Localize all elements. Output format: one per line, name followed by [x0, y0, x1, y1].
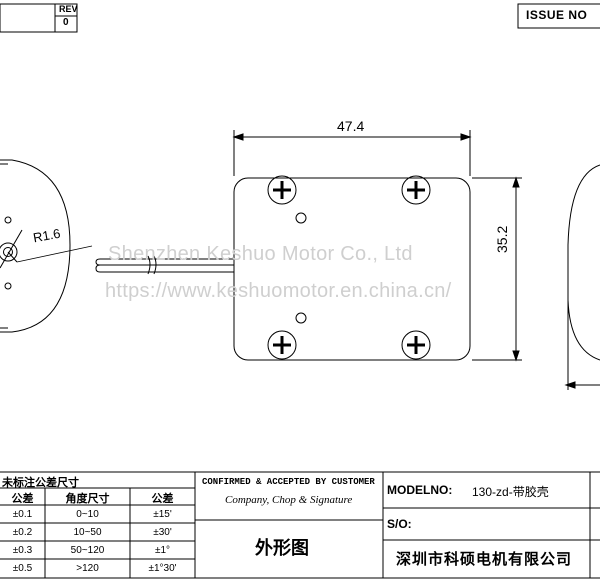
tolerance-cell: ±30' [153, 527, 172, 538]
issue-no-label: ISSUE NO [526, 8, 588, 22]
drawing-name: 外形图 [255, 538, 309, 558]
so-label: S/O: [387, 517, 412, 531]
tolerance-cell: ±1° [154, 545, 171, 556]
tolerance-cell: 10~50 [73, 527, 102, 538]
company-name: 深圳市科硕电机有限公司 [396, 551, 573, 568]
left-side-view [0, 159, 93, 333]
tolerance-cell: ±15' [153, 509, 172, 520]
model-value: 130-zd-带胶壳 [472, 485, 549, 499]
tolerance-cell: 0~10 [76, 509, 99, 520]
watermark-company: Shenzhen Keshuo Motor Co., Ltd [108, 243, 413, 265]
tolerance-cell: ±0.2 [12, 527, 33, 538]
tolerance-header-3: 公差 [151, 493, 174, 505]
issue-box-frame [517, 3, 600, 29]
main-front-view [95, 130, 522, 362]
tolerance-cell: ±0.1 [12, 509, 33, 520]
rev-value: 0 [63, 17, 69, 28]
height-dimension: 35.2 [494, 225, 510, 253]
confirmed-label: CONFIRMED & ACCEPTED BY CUSTOMER [202, 477, 375, 487]
tolerance-cell: ±0.5 [12, 563, 33, 574]
tolerance-table-title: 未标注公差尺寸 [2, 477, 79, 489]
title-block-frame [0, 471, 600, 579]
company-chop-label: Company, Chop & Signature [225, 494, 353, 506]
screw-top-left [267, 175, 297, 205]
right-side-view [564, 164, 600, 390]
tolerance-cell: >120 [76, 563, 99, 574]
tolerance-header-2: 角度尺寸 [65, 493, 110, 505]
tolerance-cell: 50~120 [70, 545, 105, 556]
tolerance-header-1: 公差 [11, 493, 34, 505]
tolerance-cell: ±1°30' [148, 563, 177, 574]
tolerance-cell: ±0.3 [12, 545, 33, 556]
model-label: MODELNO: [387, 483, 453, 497]
rev-label: REV [59, 4, 78, 14]
screw-top-right [401, 175, 431, 205]
rev-box-frame [0, 3, 78, 33]
screw-bottom-right [401, 330, 431, 360]
watermark-url: https://www.keshuomotor.en.china.cn/ [105, 280, 452, 302]
width-dimension: 47.4 [337, 118, 365, 134]
screw-bottom-left [267, 330, 297, 360]
